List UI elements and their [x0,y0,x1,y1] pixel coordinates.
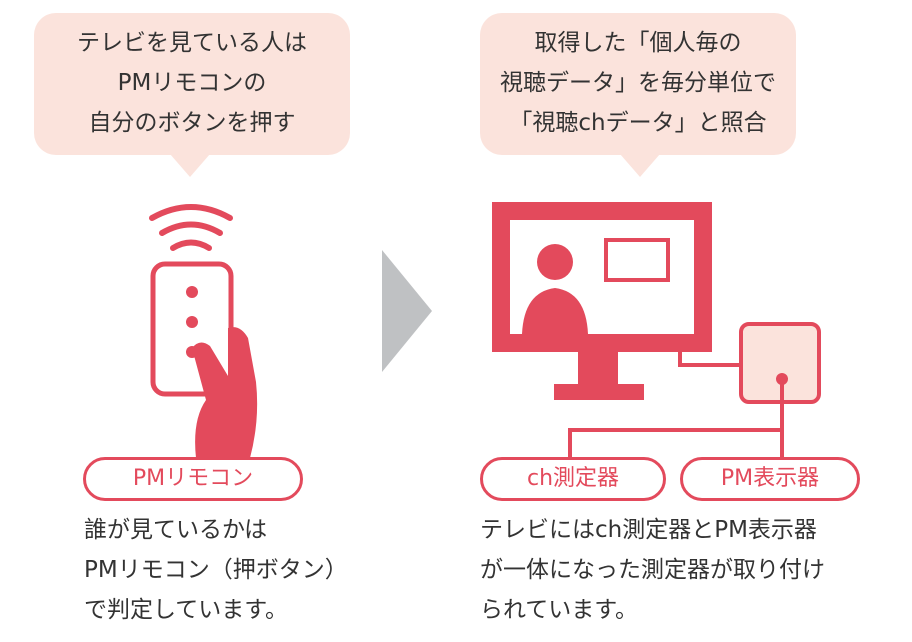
speech-bubble-right: 取得した「個人毎の 視聴データ」を毎分単位で 「視聴chデータ」と照合 [480,13,796,177]
caption-right-line: られています。 [480,597,639,623]
bubble-left-line: 自分のボタンを押す [88,110,296,136]
bubble-tail [170,154,210,177]
caption-left-line: 誰が見ているかは [84,517,268,543]
caption-left-line: PMリモコン（押ボタン） [84,557,348,583]
caption-right-line: テレビにはch測定器とPM表示器 [480,517,817,543]
bubble-left-line: テレビを見ている人は [77,30,307,56]
remote-label: PMリモコン [83,457,303,501]
ch-meter-label: ch測定器 [480,457,666,501]
pm-display-label: PM表示器 [680,457,860,501]
bubble-tail [620,154,660,177]
caption-right-line: が一体になった測定器が取り付け [480,557,825,583]
bubble-right-line: 取得した「個人毎の [534,30,742,56]
caption-left-line: で判定しています。 [84,597,289,623]
connector-lines [568,352,784,457]
caption-right: テレビにはch測定器とPM表示器 が一体になった測定器が取り付け られています。 [480,510,825,630]
caption-left: 誰が見ているかは PMリモコン（押ボタン） で判定しています。 [84,510,348,630]
bubble-left-line: PMリモコンの [117,70,267,96]
tv-icon [492,202,712,400]
bubble-right-line: 視聴データ」を毎分単位で [500,70,776,96]
speech-bubble-left: テレビを見ている人は PMリモコンの 自分のボタンを押す [34,13,350,177]
bubble-right-line: 「視聴chデータ」と照合 [509,110,767,136]
signal-icon [149,204,233,251]
hand-icon [192,327,258,458]
arrow-right-icon [382,250,432,372]
